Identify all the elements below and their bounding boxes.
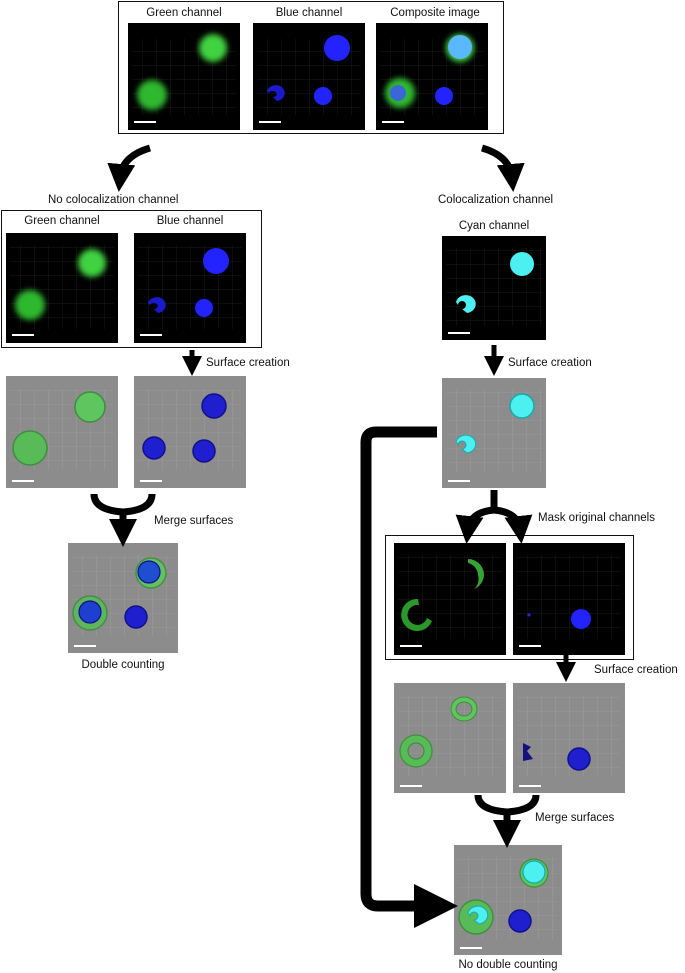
top-blue-channel-image [253,23,365,130]
surface-creation-right-label: Surface creation [508,357,592,369]
left-channels-frame [1,210,262,348]
top-composite-image [376,23,488,130]
masked-green-channel-image [394,543,506,655]
masked-blue-surface-image [513,683,625,793]
curved-arrow-left [107,144,152,192]
top-composite-label: Composite image [390,7,480,19]
left-blue-label: Blue channel [156,215,224,227]
left-green-channel-image [6,233,118,343]
curved-arrow-right [480,144,525,192]
merge-y-left [90,493,156,516]
left-green-surface-image [6,376,118,488]
merge-surfaces-left-label: Merge surfaces [154,515,234,527]
no-colocalization-label: No colocalization channel [48,194,179,206]
top-images-frame [118,1,504,134]
final-merged-surface-image [454,845,562,955]
double-counting-label: Double counting [81,659,165,671]
mask-original-channels-label: Mask original channels [538,512,655,524]
merge-y-right [474,794,540,816]
split-y-left [455,506,495,544]
no-double-counting-label: No double counting [458,959,558,971]
top-green-channel-image [128,23,240,130]
left-blue-surface-image [134,376,246,488]
surface-creation-left-label: Surface creation [206,357,290,369]
split-y-right [493,506,533,544]
top-green-label: Green channel [146,7,222,19]
cyan-surface-image [442,378,546,488]
left-merged-surface-image [68,543,178,653]
left-green-label: Green channel [24,215,100,227]
cyan-channel-image [442,236,546,340]
surface-creation-masked-label: Surface creation [594,664,678,676]
cyan-channel-label: Cyan channel [458,220,530,232]
bypass-arrow [360,426,458,928]
colocalization-label: Colocalization channel [438,194,554,206]
top-blue-label: Blue channel [275,7,343,19]
left-blue-channel-image [134,233,246,343]
merge-surfaces-right-label: Merge surfaces [535,812,615,824]
masked-green-surface-image [394,683,506,793]
masked-blue-channel-image [513,543,625,655]
